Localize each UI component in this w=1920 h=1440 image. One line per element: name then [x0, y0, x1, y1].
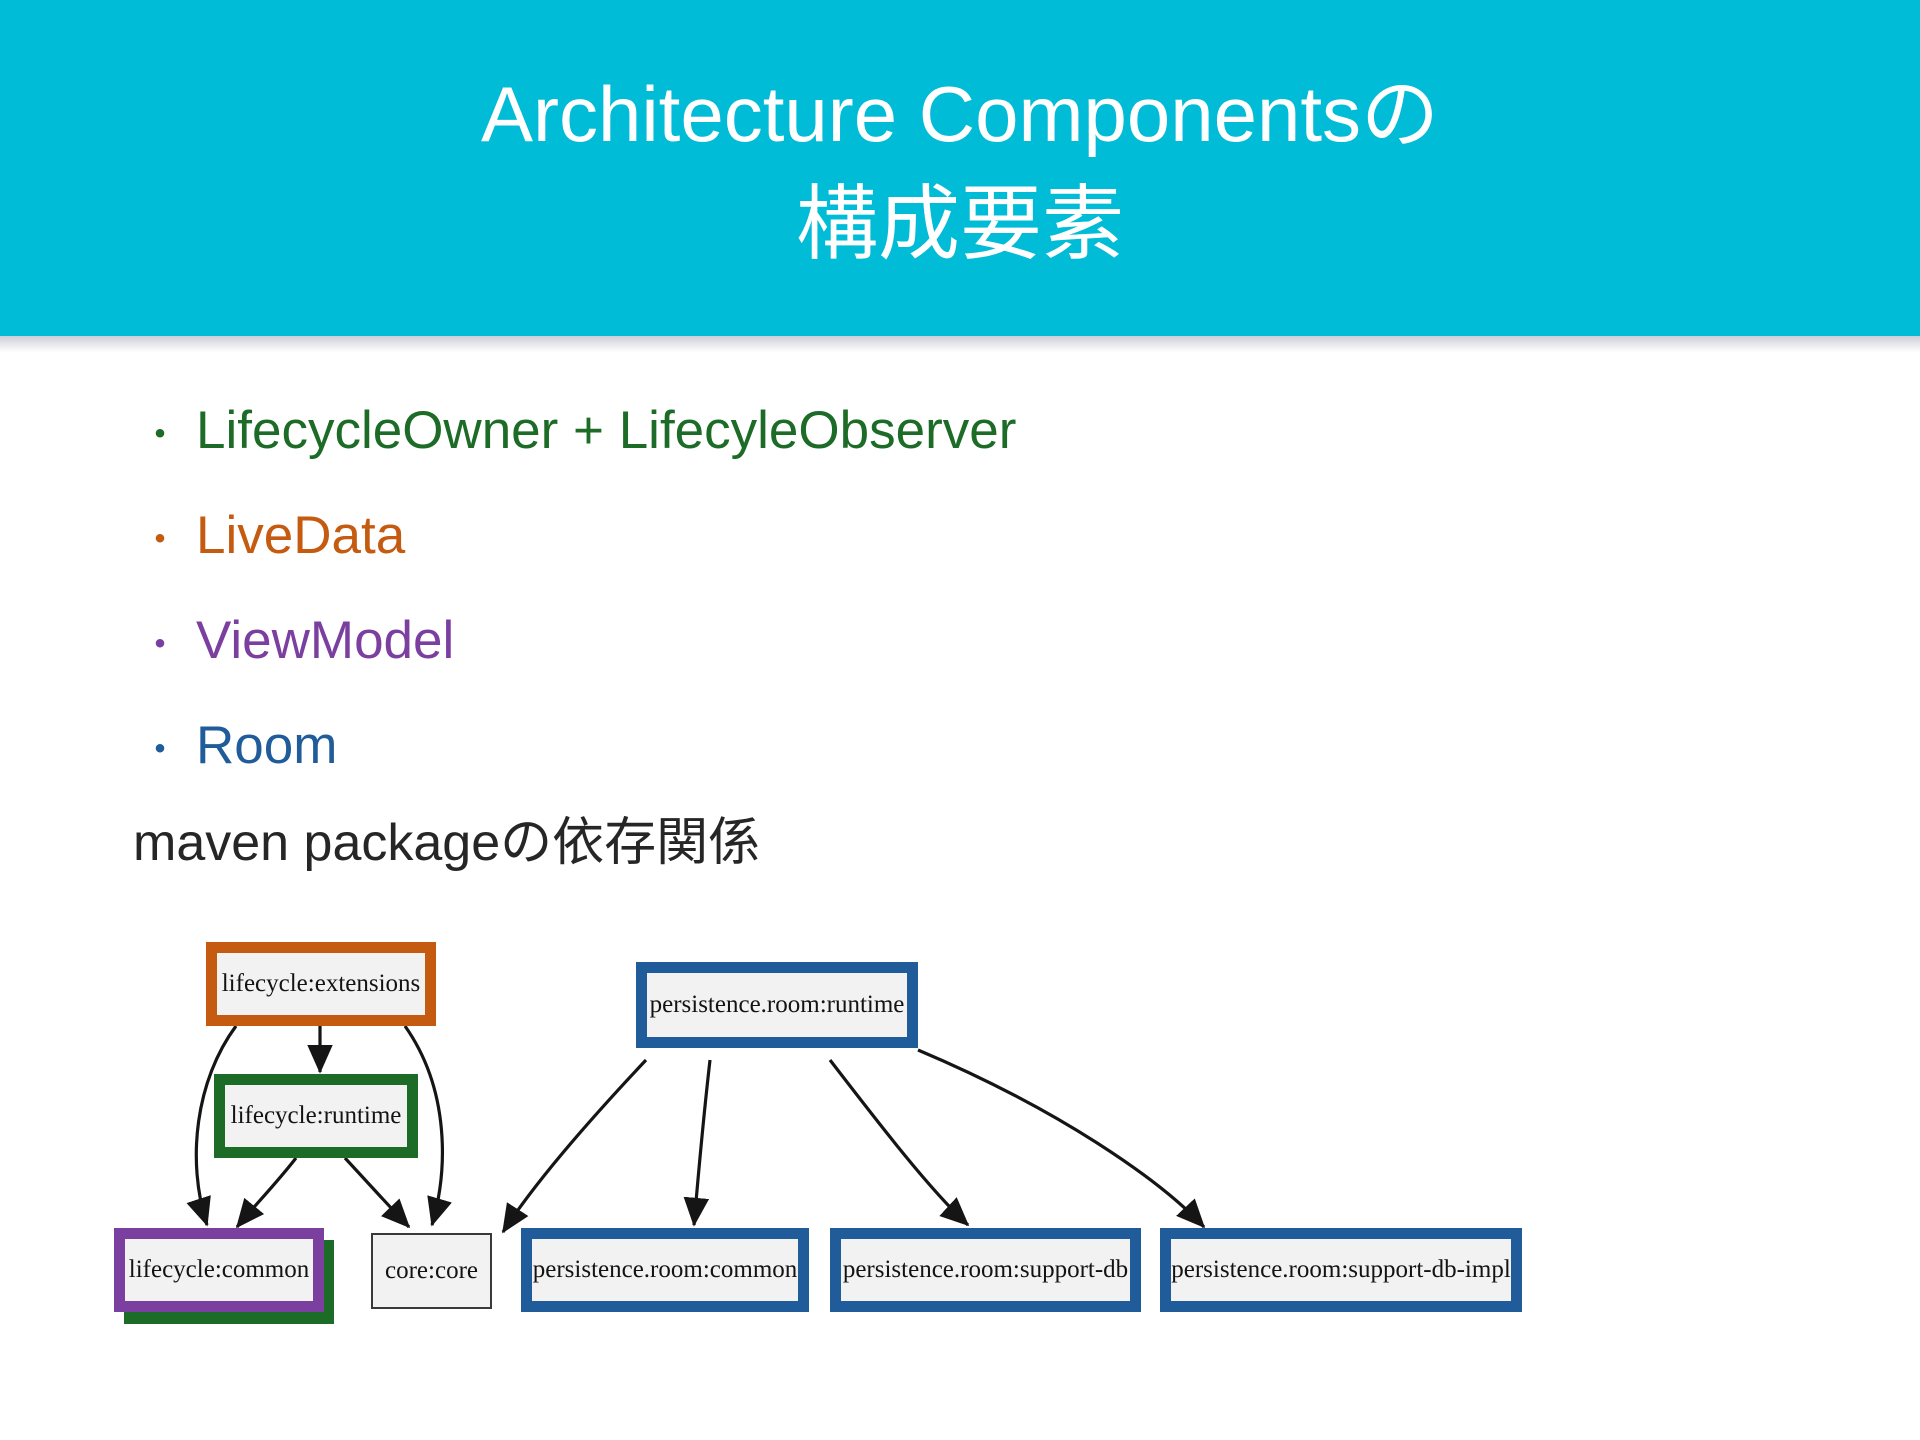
slide-header-band: Architecture Componentsの 構成要素: [0, 0, 1920, 336]
graph-node-persistence-room-runtime[interactable]: persistence.room:runtime: [636, 962, 918, 1048]
graph-edges-layer: [186, 1025, 1206, 1234]
edge-extensions-to-common: [186, 1025, 238, 1227]
edge-runtime-to-corecore: [343, 1156, 411, 1229]
graph-node-label: lifecycle:extensions: [221, 970, 421, 997]
bullet-label-lifecycleowner: LifecycleOwner + LifecyleObserver: [196, 401, 1017, 460]
page-title-line-1: Architecture Componentsの: [480, 69, 1440, 158]
maven-dependency-graph: lifecycle:extensions lifecycle:runtime l…: [0, 900, 1920, 1370]
graph-node-label: persistence.room:support-db-impl: [1171, 1256, 1511, 1283]
edge-roomruntime-to-roomcommon: [683, 1059, 712, 1227]
graph-node-lifecycle-extensions[interactable]: lifecycle:extensions: [206, 942, 436, 1026]
bullet-list: ・ LifecycleOwner + LifecyleObserver ・ Li…: [140, 378, 1440, 798]
list-item: ・ Room: [140, 693, 1440, 798]
edge-roomruntime-to-corecore: [501, 1058, 648, 1234]
graph-node-label: persistence.room:support-db: [842, 1256, 1129, 1283]
graph-node-label: core:core: [385, 1257, 478, 1284]
bullet-marker-icon: ・: [140, 623, 180, 667]
bullet-marker-icon: ・: [140, 728, 180, 772]
bullet-marker-icon: ・: [140, 518, 180, 562]
bullet-label-livedata: LiveData: [196, 506, 406, 565]
graph-node-label: lifecycle:common: [128, 1256, 310, 1283]
header-shadow-divider: [0, 336, 1920, 352]
graph-node-label: lifecycle:runtime: [230, 1102, 402, 1129]
graph-node-core-core[interactable]: core:core: [371, 1233, 492, 1309]
graph-node-persistence-room-support-db[interactable]: persistence.room:support-db: [830, 1228, 1141, 1312]
graph-node-persistence-room-common[interactable]: persistence.room:common: [521, 1228, 809, 1312]
bullet-label-room: Room: [196, 716, 338, 775]
graph-node-lifecycle-runtime[interactable]: lifecycle:runtime: [214, 1074, 418, 1158]
edge-roomruntime-to-supportdb: [828, 1059, 970, 1227]
graph-node-persistence-room-support-db-impl[interactable]: persistence.room:support-db-impl: [1160, 1228, 1522, 1312]
edge-roomruntime-to-supportdbimpl: [917, 1048, 1206, 1229]
edge-runtime-to-common: [235, 1157, 298, 1229]
bullet-label-viewmodel: ViewModel: [196, 611, 455, 670]
maven-dependency-caption: maven packageの依存関係: [133, 814, 761, 872]
graph-node-lifecycle-common[interactable]: lifecycle:common: [114, 1228, 324, 1312]
edge-extensions-to-corecore: [403, 1025, 452, 1227]
graph-node-label: persistence.room:runtime: [649, 991, 905, 1018]
graph-node-label: persistence.room:common: [532, 1256, 798, 1283]
list-item: ・ LiveData: [140, 483, 1440, 588]
list-item: ・ ViewModel: [140, 588, 1440, 693]
page-title-line-2: 構成要素: [795, 179, 1124, 271]
list-item: ・ LifecycleOwner + LifecyleObserver: [140, 378, 1440, 483]
bullet-marker-icon: ・: [140, 413, 180, 457]
